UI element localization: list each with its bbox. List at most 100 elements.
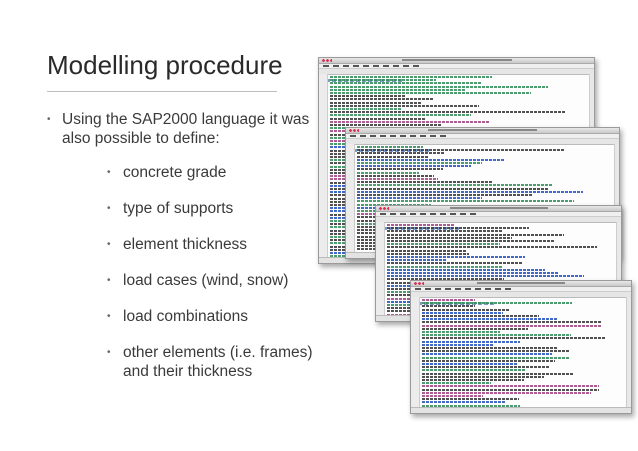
code-line: [357, 190, 583, 193]
code-line: [422, 375, 544, 378]
code-line: [422, 308, 510, 311]
code-line: [422, 395, 483, 397]
window-titlebar: [319, 58, 594, 64]
code-line: [357, 168, 443, 171]
code-line: [330, 120, 490, 123]
code-line: [330, 82, 482, 85]
bullet-text: other elements (i.e. frames) and their t…: [123, 344, 313, 380]
code-line: [357, 187, 549, 190]
bullet-text: concrete grade: [123, 164, 227, 181]
window-titlebar: [411, 281, 631, 287]
code-line: [357, 146, 423, 148]
code-line: [357, 158, 505, 161]
code-line: [422, 334, 571, 337]
bullet-item: • element thickness: [107, 235, 327, 254]
code-line: [387, 259, 446, 262]
code-line: [387, 227, 529, 230]
code-line: [357, 200, 574, 203]
bullet-dot-icon: •: [107, 275, 111, 286]
code-line: [387, 262, 523, 265]
code-line: [387, 275, 584, 278]
code-line: [387, 243, 500, 246]
code-line: [422, 356, 569, 359]
code-line: [422, 337, 605, 340]
code-line: [387, 230, 503, 233]
code-line: [422, 305, 475, 308]
bullet-text: load combinations: [123, 308, 248, 325]
code-line: [422, 379, 524, 381]
code-line: [422, 372, 574, 375]
code-line: [330, 85, 548, 88]
code-line: [387, 265, 503, 268]
code-line: [330, 98, 434, 101]
code-line: [357, 149, 565, 152]
code-line: [330, 76, 492, 78]
code-line: [422, 324, 602, 327]
window-titlebar: [376, 206, 621, 212]
vertical-scrollbar: [626, 297, 631, 408]
code-line: [422, 359, 555, 362]
bullet-text: load cases (wind, snow): [123, 272, 289, 289]
line-number-gutter: [376, 222, 385, 316]
code-line: [387, 249, 466, 252]
vertical-scrollbar: [614, 144, 619, 253]
code-line: [422, 366, 550, 369]
code-line: [387, 252, 469, 255]
intro-text: Using the SAP2000 language it was also p…: [62, 111, 310, 147]
code-line: [357, 155, 428, 158]
code-line: [387, 233, 564, 236]
code-line: [357, 162, 482, 164]
line-number-gutter: [411, 297, 420, 408]
code-line: [387, 246, 597, 249]
code-line: [422, 321, 602, 324]
intro-bullet: • Using the SAP2000 language it was also…: [47, 110, 312, 148]
code-line: [387, 272, 558, 274]
code-line: [422, 350, 569, 353]
status-bar: [411, 407, 631, 413]
bullet-dot-icon: •: [47, 114, 51, 125]
code-line: [330, 79, 436, 82]
code-line: [422, 315, 539, 317]
code-line: [330, 114, 471, 117]
code-line: [422, 318, 558, 321]
code-line: [357, 152, 445, 155]
code-line: [422, 391, 591, 394]
bullet-dot-icon: •: [107, 239, 111, 250]
bullet-text: type of supports: [123, 200, 234, 217]
window-menubar: [346, 134, 619, 139]
code-line: [357, 178, 438, 180]
code-line: [387, 268, 545, 271]
code-line: [330, 101, 421, 104]
code-line: [330, 95, 406, 98]
code-area: [411, 297, 631, 408]
slide-title: Modelling procedure: [47, 50, 283, 80]
code-line: [422, 299, 475, 301]
code-line: [357, 165, 471, 168]
code-line: [422, 363, 518, 365]
code-line: [422, 398, 519, 401]
code-line: [422, 401, 505, 404]
line-number-gutter: [346, 144, 355, 253]
line-number-gutter: [319, 74, 328, 258]
code-line: [422, 404, 520, 407]
code-line: [330, 108, 402, 110]
code-line: [422, 340, 520, 343]
code-line: [357, 174, 434, 177]
code-line: [330, 92, 531, 94]
bullet-dot-icon: •: [107, 347, 111, 358]
code-line: [422, 353, 552, 356]
code-line: [357, 194, 532, 196]
code-line: [422, 382, 491, 385]
bullet-item: • concrete grade: [107, 163, 327, 182]
bullet-dot-icon: •: [107, 311, 111, 322]
code-line: [422, 347, 557, 349]
code-line: [330, 124, 442, 126]
code-line: [357, 203, 431, 206]
bullet-item: • load cases (wind, snow): [107, 271, 327, 290]
code-line: [330, 104, 479, 107]
code-line: [422, 385, 599, 388]
code-line: [330, 88, 466, 91]
vertical-scrollbar: [616, 222, 621, 316]
editor-screenshot-4: [410, 280, 632, 414]
bullet-item: • other elements (i.e. frames) and their…: [107, 343, 327, 381]
